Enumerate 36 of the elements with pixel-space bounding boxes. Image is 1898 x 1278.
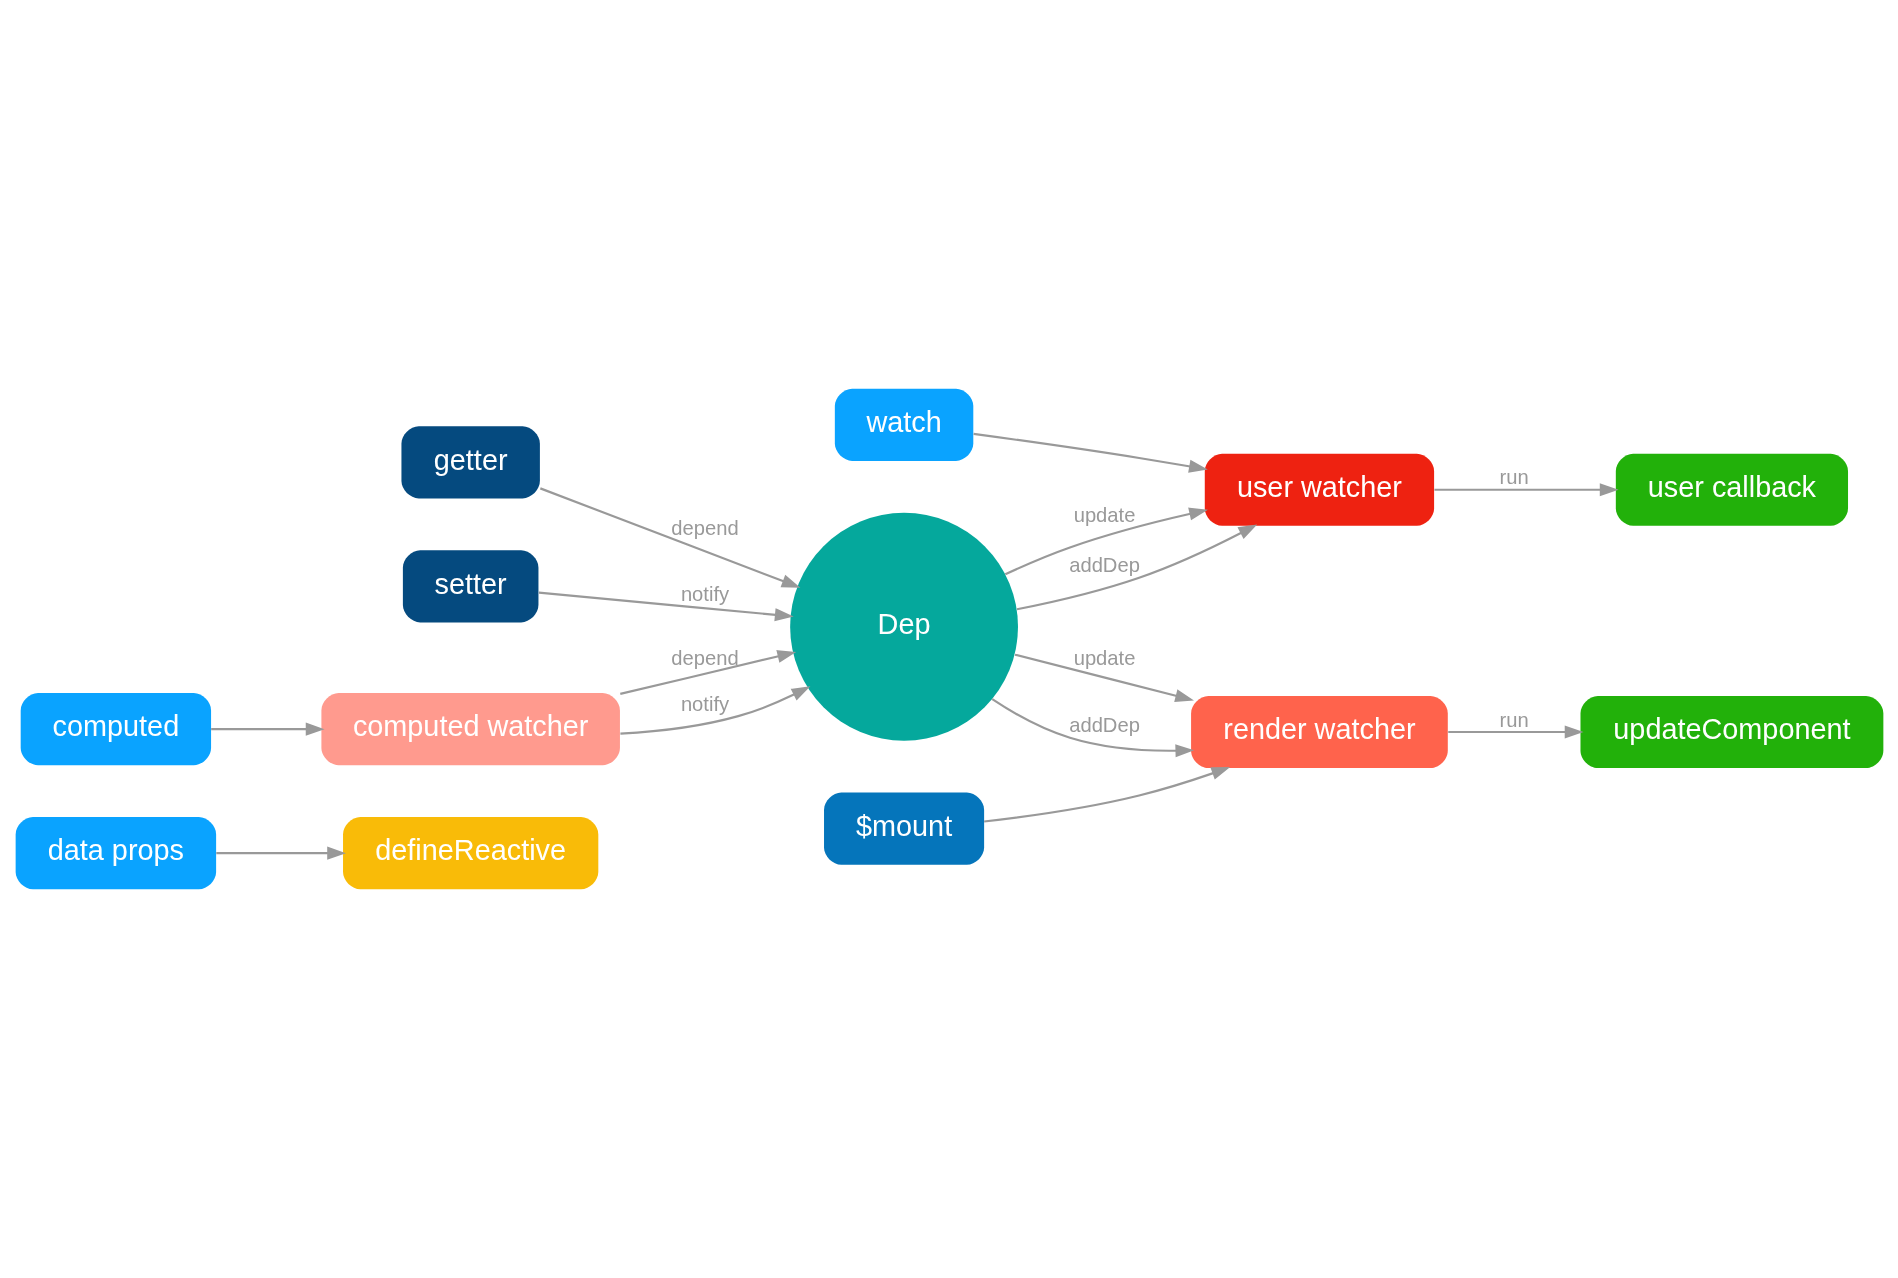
node-box: computed watcher [320, 693, 620, 766]
node-box: user watcher [1204, 453, 1434, 526]
arrow [983, 767, 1230, 823]
arrow [1014, 653, 1194, 703]
arrow [619, 650, 796, 695]
node-box: watch [834, 388, 973, 461]
arrow [538, 591, 794, 622]
edge-label: update [1073, 503, 1135, 526]
arrow [991, 698, 1194, 758]
arrow [215, 846, 346, 860]
arrow [210, 722, 324, 736]
arrow [619, 686, 810, 735]
node-box: setter [402, 550, 538, 623]
edge-label: notify [680, 583, 729, 606]
edge-label: depend [670, 516, 739, 539]
node-box: user callback [1615, 453, 1848, 526]
arrow [539, 487, 800, 588]
node-box: computed [20, 693, 211, 766]
arrow [1433, 483, 1619, 497]
edge-label: addDep [1068, 554, 1140, 577]
arrow [1016, 524, 1257, 611]
node-box: $mount [823, 792, 984, 865]
node-box: render watcher [1190, 695, 1448, 769]
node-box: data props [15, 817, 216, 890]
arrow [972, 432, 1208, 473]
edge-label: addDep [1068, 714, 1140, 737]
edge-label: notify [680, 692, 729, 715]
arrow [1004, 507, 1208, 576]
node-box: getter [400, 426, 540, 499]
arrow [1447, 725, 1583, 739]
node-box: defineReactive [342, 817, 598, 890]
node-box: updateComponent [1580, 695, 1883, 769]
edge-label: update [1073, 646, 1135, 669]
edge-label: run [1499, 466, 1529, 489]
edge-label: depend [670, 646, 739, 669]
edge-label: run [1499, 708, 1529, 731]
